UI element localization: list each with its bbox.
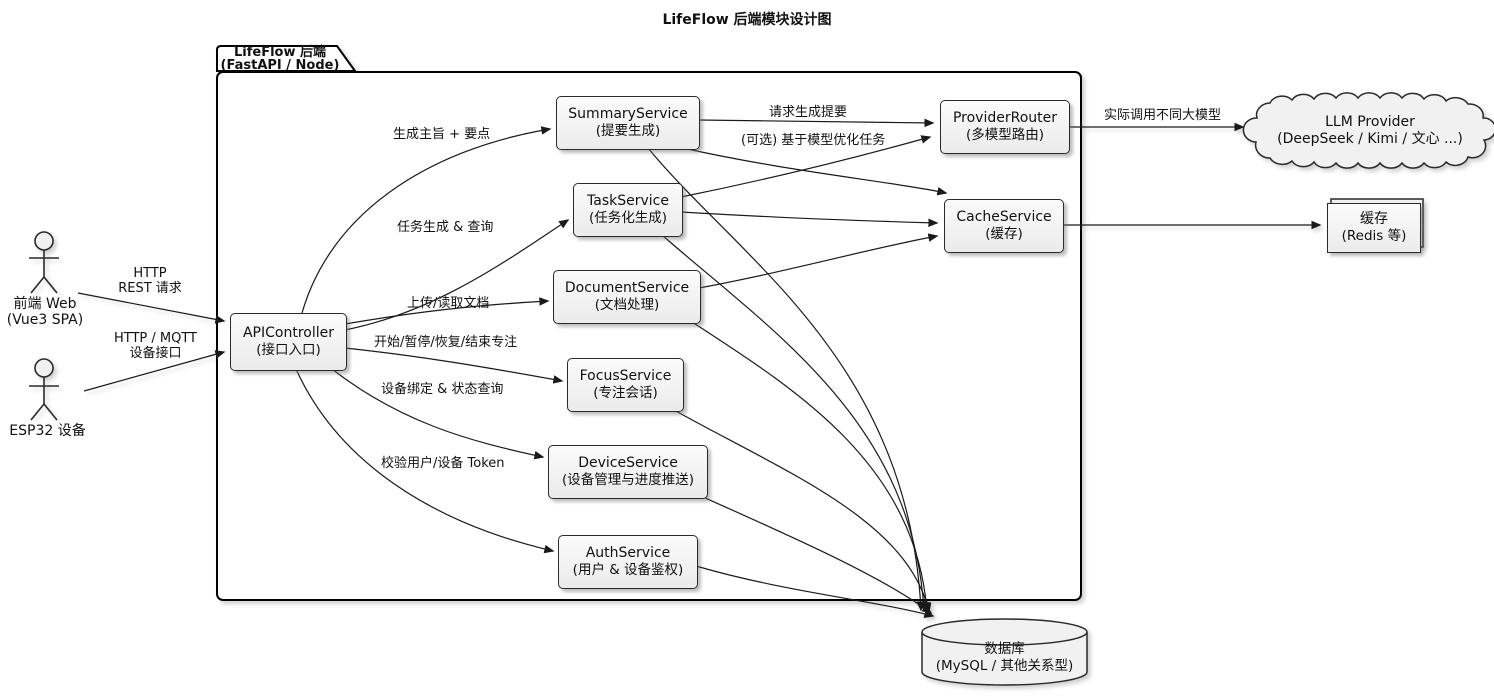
node-provider-subtitle: (多模型路由)	[965, 127, 1045, 143]
llm-cloud-shape	[1242, 92, 1494, 169]
edge-api-to-document	[344, 297, 550, 325]
diagram-title: LifeFlow 后端模块设计图	[662, 12, 832, 28]
actor-frontend-name: 前端 Web	[13, 296, 77, 312]
node-document-service: DocumentService (文档处理)	[553, 270, 701, 324]
edge-focus-to-db	[673, 409, 932, 614]
node-api-controller: APIController (接口入口)	[230, 313, 347, 371]
edge-api-to-device	[331, 368, 545, 460]
edge-summary-to-provider	[697, 118, 935, 128]
package-tab	[216, 45, 357, 72]
actor-frontend-subtitle: (Vue3 SPA)	[6, 312, 84, 328]
node-summary-subtitle: (提要生成)	[595, 123, 661, 139]
node-redis-cache: 缓存 (Redis 等)	[1327, 203, 1421, 253]
node-cache-subtitle: (缓存)	[985, 226, 1023, 242]
node-provider-router: ProviderRouter (多模型路由)	[940, 100, 1070, 154]
actor-frontend-figure	[29, 231, 59, 294]
database-cylinder-shape	[921, 618, 1088, 686]
actor-esp32-name: ESP32 设备	[9, 423, 86, 439]
edge-api-to-summary	[301, 126, 552, 314]
node-document-subtitle: (文档处理)	[594, 297, 660, 313]
edge-label-api-focus: 开始/暂停/恢复/结束专注	[374, 335, 518, 350]
node-auth-subtitle: (用户 & 设备鉴权)	[572, 562, 684, 578]
node-cache-service: CacheService (缓存)	[944, 199, 1064, 253]
actor-frontend-label: 前端 Web (Vue3 SPA)	[0, 296, 90, 328]
edge-auth-to-db	[695, 565, 935, 618]
node-device-subtitle: (设备管理与进度推送)	[561, 472, 695, 488]
package-label: LifeFlow 后端 (FastAPI / Node)	[219, 45, 341, 73]
edge-task-to-db	[661, 234, 928, 612]
edge-label-task-provider: (可选) 基于模型优化任务	[741, 133, 886, 148]
edge-label-api-device: 设备绑定 & 状态查询	[381, 382, 504, 397]
edge-summary-to-db	[647, 147, 925, 612]
node-provider-name: ProviderRouter	[952, 110, 1058, 126]
node-auth-name: AuthService	[585, 545, 671, 561]
edge-summary-to-cache	[682, 147, 948, 196]
actor-esp32-label: ESP32 设备	[0, 424, 95, 439]
edge-label-frontend-api: HTTP REST 请求	[118, 266, 182, 296]
node-focus-service: FocusService (专注会话)	[567, 358, 684, 412]
edge-label-summary-provider: 请求生成提要	[769, 105, 848, 120]
edge-api-to-task	[344, 219, 570, 331]
node-task-subtitle: (任务化生成)	[588, 210, 668, 226]
edge-document-to-db	[691, 321, 931, 613]
node-auth-service: AuthService (用户 & 设备鉴权)	[558, 535, 698, 589]
node-summary-name: SummaryService	[568, 106, 688, 122]
edge-api-to-focus	[344, 347, 564, 384]
edge-label-api-task: 任务生成 & 查询	[397, 220, 494, 235]
node-focus-subtitle: (专注会话)	[593, 385, 658, 401]
edge-label-api-summary: 生成主旨 + 要点	[393, 127, 491, 142]
node-document-name: DocumentService	[564, 280, 690, 296]
node-api-subtitle: (接口入口)	[256, 342, 321, 358]
actor-esp32-figure	[29, 358, 59, 421]
node-summary-service: SummaryService (提要生成)	[556, 96, 700, 150]
edge-task-to-provider	[680, 135, 932, 198]
edge-frontend-to-api	[77, 292, 226, 324]
edge-label-api-auth: 校验用户/设备 Token	[381, 456, 505, 471]
node-task-service: TaskService (任务化生成)	[573, 183, 683, 237]
node-redis-name: 缓存	[1360, 211, 1388, 227]
package-name: LifeFlow 后端	[233, 45, 327, 60]
edge-task-to-cache	[680, 211, 939, 228]
node-device-service: DeviceService (设备管理与进度推送)	[548, 445, 708, 499]
node-focus-name: FocusService	[579, 368, 672, 384]
package-frame	[216, 45, 1082, 601]
package-subtitle: (FastAPI / Node)	[220, 57, 340, 73]
edge-label-esp32-api: HTTP / MQTT 设备接口	[113, 331, 197, 361]
node-device-name: DeviceService	[578, 455, 678, 471]
node-api-name: APIController	[242, 325, 334, 341]
node-cache-name: CacheService	[956, 209, 1052, 225]
node-task-name: TaskService	[587, 193, 669, 209]
edge-document-to-cache	[698, 233, 939, 289]
edge-api-to-auth	[295, 368, 555, 554]
edge-esp32-to-api	[83, 350, 226, 392]
edge-label-provider-llm: 实际调用不同大模型	[1104, 108, 1222, 123]
node-redis-subtitle: (Redis 等)	[1341, 228, 1407, 244]
edge-label-api-document: 上传/读取文档	[407, 296, 490, 311]
edge-device-to-db	[702, 496, 933, 614]
